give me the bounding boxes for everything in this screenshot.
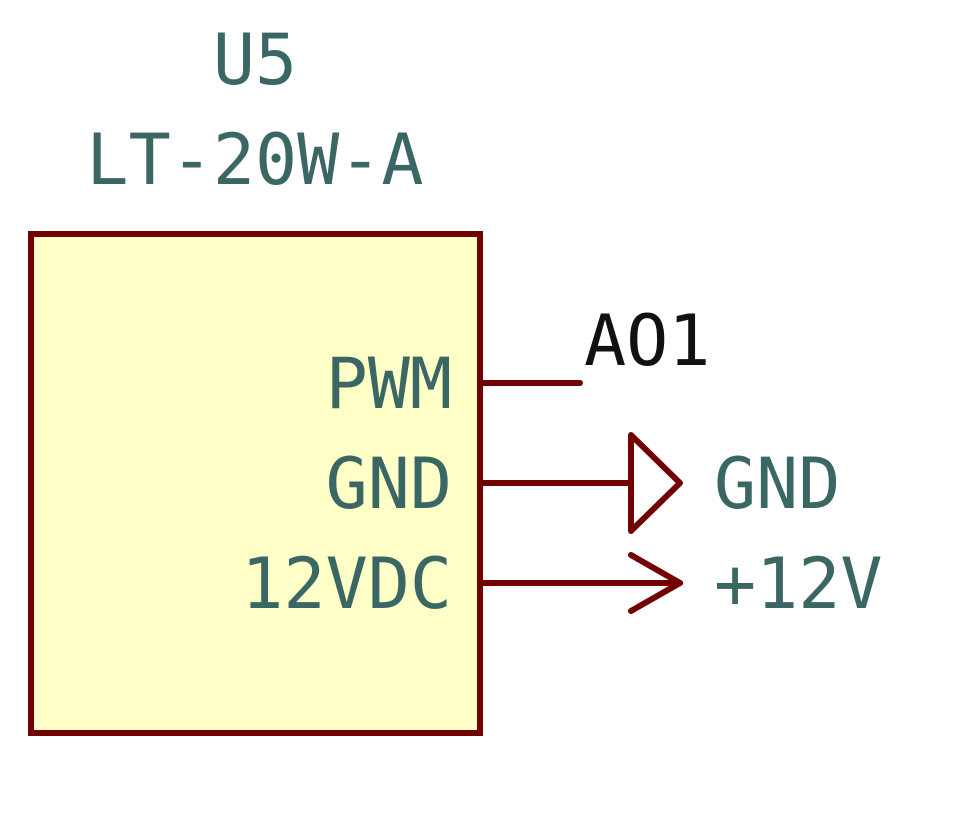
net-label-ao1[interactable]: AO1 — [584, 300, 710, 382]
pin-label-12vdc: 12VDC — [241, 543, 452, 625]
component-reference[interactable]: U5 — [213, 19, 297, 101]
ground-symbol-icon[interactable] — [628, 432, 683, 534]
power-label-12v: +12V — [714, 543, 883, 625]
power-label-gnd: GND — [714, 443, 840, 525]
power-arrow-icon[interactable] — [628, 552, 683, 614]
pin-label-gnd: GND — [326, 443, 452, 525]
component-body[interactable] — [28, 231, 483, 736]
component-value[interactable]: LT-20W-A — [86, 119, 423, 201]
pin-label-pwm: PWM — [326, 343, 452, 425]
